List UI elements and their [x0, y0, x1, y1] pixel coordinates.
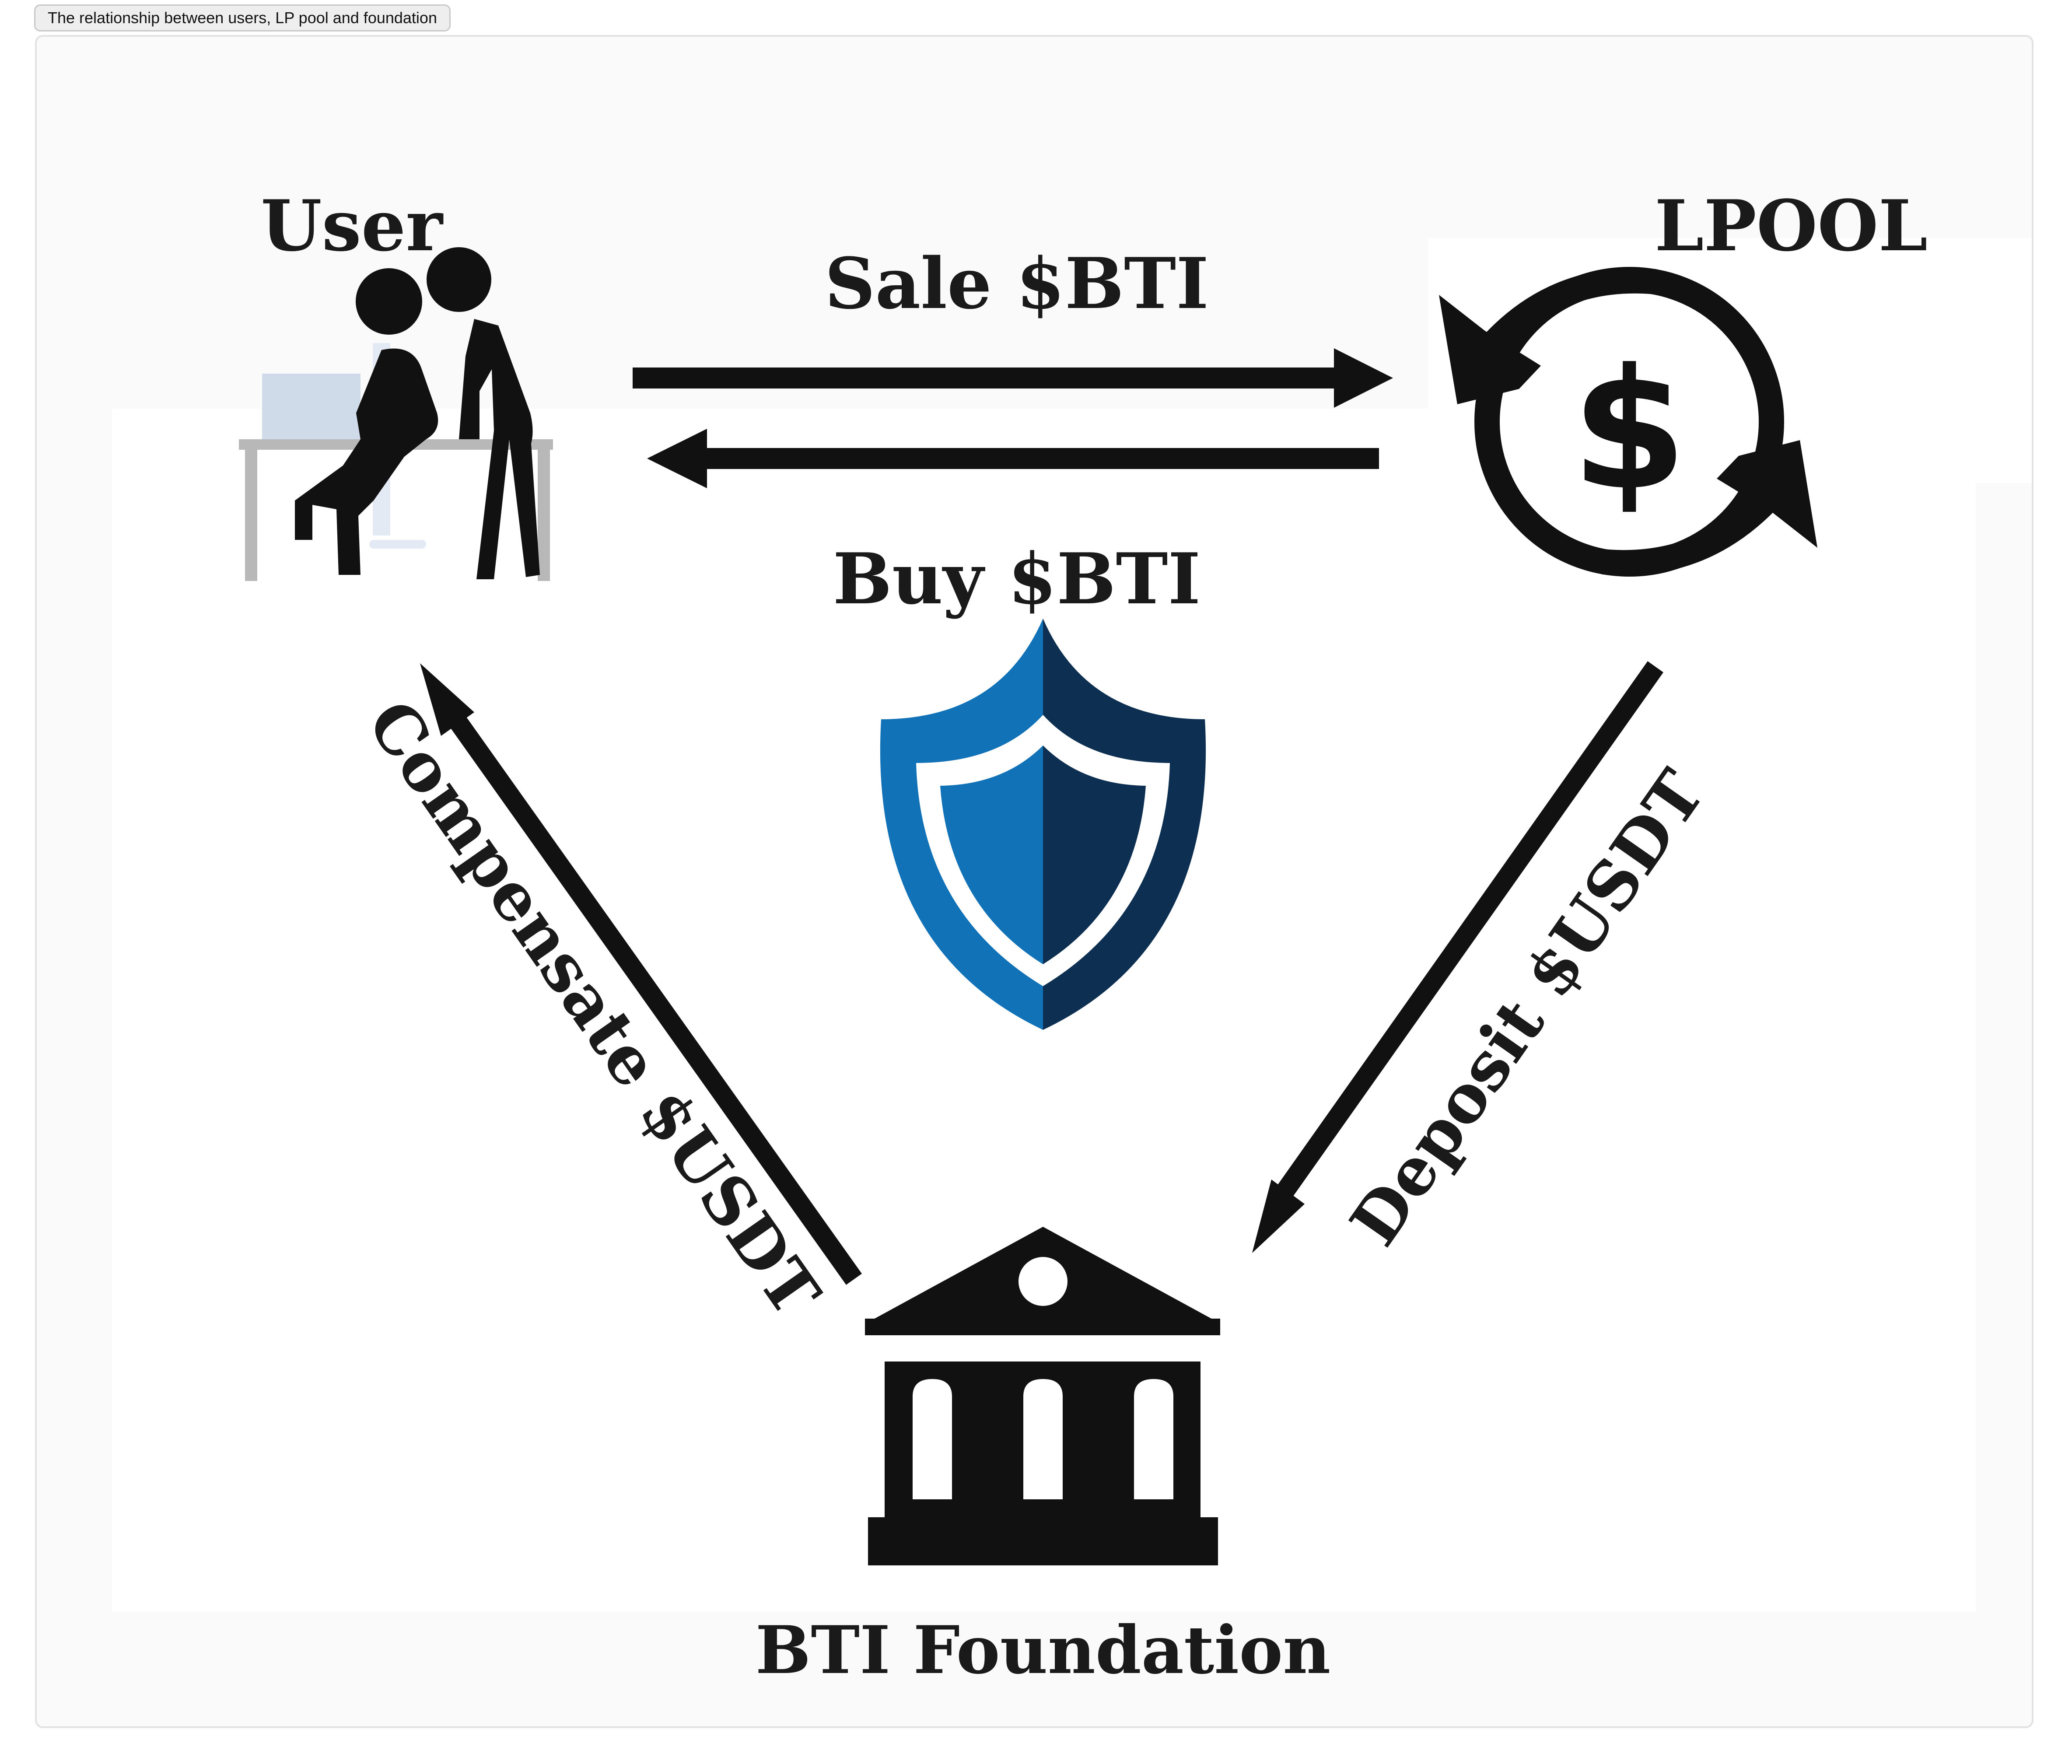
- sale-arrow: [633, 348, 1393, 408]
- compensate-arrow-shaft: [447, 711, 862, 1285]
- desk-leg-right: [538, 450, 550, 581]
- exchange-arrow-bottom: [1717, 440, 1817, 548]
- chair-seat: [369, 540, 426, 549]
- buy-arrow-head: [647, 429, 707, 488]
- shield-inner-left: [940, 746, 1043, 964]
- standing-person-body: [459, 319, 540, 579]
- dollar-sign-glyph: $: [1572, 333, 1687, 527]
- relationship-diagram: User $ LPOOL Sale $BTI: [112, 185, 2032, 1689]
- buy-label: Buy $BTI: [833, 538, 1201, 620]
- bank-building-icon: [865, 1227, 1220, 1565]
- deposit-arrow-shaft: [1274, 661, 1663, 1202]
- standing-person-head: [427, 247, 491, 312]
- office-workers-icon: [239, 247, 553, 581]
- buy-arrow: [647, 429, 1379, 488]
- lpool-label: LPOOL: [1655, 185, 1928, 267]
- sitting-person-body: [295, 348, 438, 575]
- figure-caption: The relationship between users, LP pool …: [34, 4, 451, 32]
- exchange-arrow-top: [1439, 295, 1541, 404]
- compensate-arrow-head: [420, 663, 474, 736]
- sale-label: Sale $BTI: [825, 242, 1209, 325]
- buy-arrow-shaft: [702, 448, 1379, 469]
- exchange-tail-bottom: [1602, 491, 1776, 576]
- desk-leg-left: [245, 450, 257, 581]
- sale-arrow-head: [1334, 348, 1393, 408]
- compensate-arrow: [420, 663, 862, 1285]
- diagram-frame: User $ LPOOL Sale $BTI: [35, 35, 2034, 1728]
- shield-icon: [880, 619, 1206, 1030]
- bank-base: [868, 1517, 1218, 1565]
- deposit-arrow-head: [1252, 1180, 1305, 1253]
- user-label: User: [261, 185, 443, 267]
- currency-exchange-icon: $: [1439, 267, 1817, 577]
- monitor-shape: [262, 374, 360, 444]
- sitting-person-head: [356, 268, 422, 335]
- bank-cornice: [865, 1319, 1220, 1335]
- bank-roof-window: [1018, 1257, 1068, 1306]
- shield-inner-right: [1043, 746, 1146, 964]
- bank-column-gap-1: [913, 1379, 952, 1499]
- exchange-tail-top: [1484, 268, 1657, 352]
- deposit-arrow: [1252, 661, 1663, 1253]
- foundation-label: BTI Foundation: [756, 1612, 1331, 1689]
- bank-column-gap-3: [1134, 1379, 1173, 1499]
- sale-arrow-shaft: [633, 368, 1344, 388]
- bank-column-gap-2: [1023, 1379, 1063, 1499]
